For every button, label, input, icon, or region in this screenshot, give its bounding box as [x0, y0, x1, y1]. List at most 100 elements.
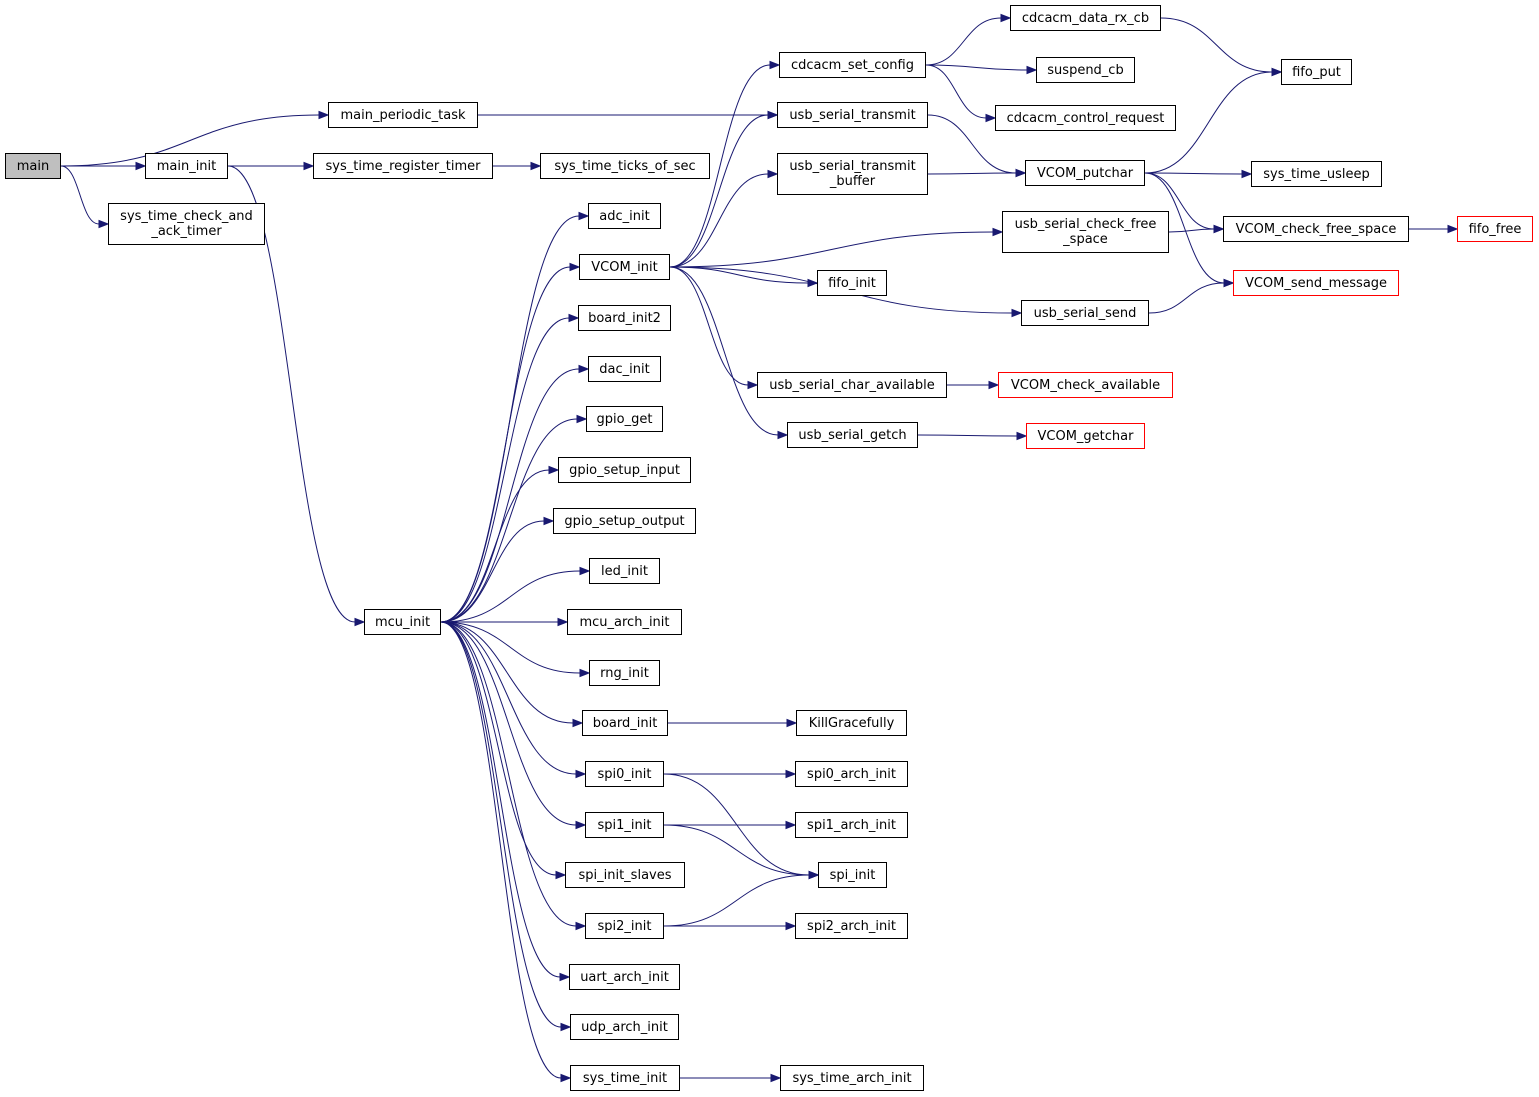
arrowhead-main-to-sys_time_check_and_ack_timer — [98, 219, 110, 229]
arrowhead-main-to-main_periodic_task — [318, 110, 330, 120]
node-fifo-put[interactable]: fifo_put — [1281, 59, 1352, 85]
node-killgracefully[interactable]: KillGracefully — [796, 710, 907, 736]
arrowhead-mcu_init-to-gpio_setup_input — [548, 465, 560, 475]
node-board-init[interactable]: board_init — [582, 710, 668, 736]
edge-main-to-main_periodic_task — [60, 114, 320, 167]
edge-main_init-to-mcu_init — [227, 165, 356, 623]
node-usb-serial-send[interactable]: usb_serial_send — [1021, 300, 1149, 326]
node-adc-init[interactable]: adc_init — [588, 203, 661, 229]
node-gpio-setup-output[interactable]: gpio_setup_output — [553, 508, 696, 534]
edge-usb_serial_send-to-VCOM_send_message — [1148, 282, 1225, 314]
node-spi2-arch-init[interactable]: spi2_arch_init — [795, 913, 908, 939]
node-usb-serial-char-available[interactable]: usb_serial_char_available — [757, 372, 947, 398]
edge-mcu_init-to-spi_init_slaves — [440, 621, 557, 876]
node-spi0-init[interactable]: spi0_init — [585, 761, 664, 787]
node-udp-arch-init[interactable]: udp_arch_init — [570, 1014, 679, 1040]
node-sys-time-arch-init[interactable]: sys_time_arch_init — [780, 1065, 924, 1091]
arrowhead-mcu_init-to-dac_init — [578, 364, 590, 374]
edge-VCOM_putchar-to-VCOM_send_message — [1144, 172, 1225, 284]
node-spi-init[interactable]: spi_init — [818, 862, 887, 888]
arrowhead-board_init-to-KillGracefully — [786, 718, 798, 728]
node-gpio-setup-input[interactable]: gpio_setup_input — [558, 457, 691, 483]
node-suspend-cb[interactable]: suspend_cb — [1036, 57, 1135, 83]
node-vcom-getchar[interactable]: VCOM_getchar — [1026, 423, 1145, 449]
arrowhead-main-to-main_init — [135, 161, 147, 171]
arrowhead-VCOM_init-to-usb_serial_transmit — [767, 110, 779, 120]
node-rng-init[interactable]: rng_init — [589, 660, 660, 686]
node-usb-serial-transmit-buffer[interactable]: usb_serial_transmit _buffer — [777, 153, 928, 195]
arrowhead-spi1_init-to-spi1_arch_init — [785, 820, 797, 830]
arrowhead-sys_time_init-to-sys_time_arch_init — [770, 1073, 782, 1083]
node-main-init[interactable]: main_init — [145, 153, 228, 179]
node-spi-init-slaves[interactable]: spi_init_slaves — [565, 862, 685, 888]
edge-VCOM_init-to-usb_serial_getch — [669, 266, 779, 436]
node-spi0-arch-init[interactable]: spi0_arch_init — [795, 761, 908, 787]
node-spi1-arch-init[interactable]: spi1_arch_init — [795, 812, 908, 838]
arrowhead-sys_time_register_timer-to-sys_time_ticks_of_sec — [530, 161, 542, 171]
node-vcom-check-available[interactable]: VCOM_check_available — [998, 372, 1173, 398]
arrowhead-cdcacm_set_config-to-cdcacm_data_rx_cb — [1000, 13, 1012, 23]
node-sys-time-init[interactable]: sys_time_init — [570, 1065, 680, 1091]
arrowhead-mcu_init-to-spi2_init — [575, 921, 587, 931]
edge-mcu_init-to-spi0_init — [440, 621, 577, 775]
arrowhead-mcu_init-to-udp_arch_init — [560, 1022, 572, 1032]
arrowhead-VCOM_init-to-usb_serial_transmit_buffer — [767, 169, 779, 179]
edge-mcu_init-to-sys_time_init — [440, 621, 562, 1079]
arrowhead-mcu_init-to-mcu_arch_init — [557, 617, 569, 627]
node-cdcacm-set-config[interactable]: cdcacm_set_config — [779, 52, 926, 78]
edge-cdcacm_set_config-to-cdcacm_control_request — [925, 64, 987, 119]
node-spi1-init[interactable]: spi1_init — [585, 812, 664, 838]
edge-usb_serial_getch-to-VCOM_getchar — [917, 434, 1018, 437]
node-spi2-init[interactable]: spi2_init — [585, 913, 664, 939]
node-fifo-free[interactable]: fifo_free — [1457, 216, 1533, 242]
edge-cdcacm_set_config-to-cdcacm_data_rx_cb — [925, 17, 1002, 66]
edge-mcu_init-to-spi1_init — [440, 621, 577, 826]
node-led-init[interactable]: led_init — [589, 558, 660, 584]
node-vcom-init[interactable]: VCOM_init — [579, 254, 670, 280]
node-gpio-get[interactable]: gpio_get — [586, 406, 663, 432]
node-mcu-init[interactable]: mcu_init — [364, 609, 441, 635]
edge-usb_serial_check_free_space-to-VCOM_check_free_space — [1168, 228, 1215, 233]
node-vcom-check-free-space[interactable]: VCOM_check_free_space — [1223, 216, 1409, 242]
edge-VCOM_init-to-usb_serial_check_free_space — [669, 231, 994, 268]
node-cdcacm-control-request[interactable]: cdcacm_control_request — [995, 105, 1176, 131]
node-usb-serial-getch[interactable]: usb_serial_getch — [787, 422, 918, 448]
edge-VCOM_init-to-usb_serial_char_available — [669, 266, 749, 386]
arrowhead-mcu_init-to-spi1_init — [575, 820, 587, 830]
node-main[interactable]: main — [5, 153, 61, 179]
edge-mcu_init-to-board_init2 — [440, 317, 570, 623]
arrowhead-usb_serial_check_free_space-to-VCOM_check_free_space — [1213, 224, 1225, 234]
edge-VCOM_init-to-usb_serial_transmit — [669, 114, 769, 268]
edge-main-to-sys_time_check_and_ack_timer — [60, 165, 100, 225]
arrowhead-usb_serial_char_available-to-VCOM_check_available — [988, 380, 1000, 390]
arrowhead-cdcacm_set_config-to-cdcacm_control_request — [985, 113, 997, 123]
node-dac-init[interactable]: dac_init — [588, 356, 661, 382]
node-fifo-init[interactable]: fifo_init — [817, 270, 887, 296]
node-main-periodic-task[interactable]: main_periodic_task — [328, 102, 478, 128]
edge-cdcacm_set_config-to-suspend_cb — [925, 64, 1028, 71]
node-vcom-putchar[interactable]: VCOM_putchar — [1025, 160, 1145, 186]
node-cdcacm-data-rx-cb[interactable]: cdcacm_data_rx_cb — [1010, 5, 1161, 31]
arrowhead-mcu_init-to-spi_init_slaves — [555, 870, 567, 880]
node-sys-time-ticks-of-sec[interactable]: sys_time_ticks_of_sec — [540, 153, 710, 179]
arrowhead-mcu_init-to-board_init2 — [568, 313, 580, 323]
node-vcom-send-message[interactable]: VCOM_send_message — [1233, 270, 1399, 296]
arrowhead-mcu_init-to-gpio_get — [576, 414, 588, 424]
arrowhead-cdcacm_set_config-to-suspend_cb — [1026, 65, 1038, 75]
arrowhead-mcu_init-to-led_init — [579, 566, 591, 576]
edge-VCOM_putchar-to-sys_time_usleep — [1144, 172, 1243, 175]
edge-mcu_init-to-led_init — [440, 570, 581, 623]
arrowhead-main_init-to-mcu_init — [354, 617, 366, 627]
node-usb-serial-transmit[interactable]: usb_serial_transmit — [777, 102, 928, 128]
node-sys-time-register-timer[interactable]: sys_time_register_timer — [313, 153, 493, 179]
node-uart-arch-init[interactable]: uart_arch_init — [569, 964, 680, 990]
node-board-init2[interactable]: board_init2 — [578, 305, 671, 331]
arrowhead-mcu_init-to-uart_arch_init — [559, 972, 571, 982]
node-sys-time-check-and-ack-timer[interactable]: sys_time_check_and _ack_timer — [108, 203, 265, 245]
node-usb-serial-check-free-space[interactable]: usb_serial_check_free _space — [1002, 211, 1169, 253]
node-sys-time-usleep[interactable]: sys_time_usleep — [1251, 161, 1382, 187]
node-mcu-arch-init[interactable]: mcu_arch_init — [567, 609, 682, 635]
edge-VCOM_putchar-to-fifo_put — [1144, 71, 1273, 174]
edge-cdcacm_data_rx_cb-to-fifo_put — [1160, 17, 1273, 73]
